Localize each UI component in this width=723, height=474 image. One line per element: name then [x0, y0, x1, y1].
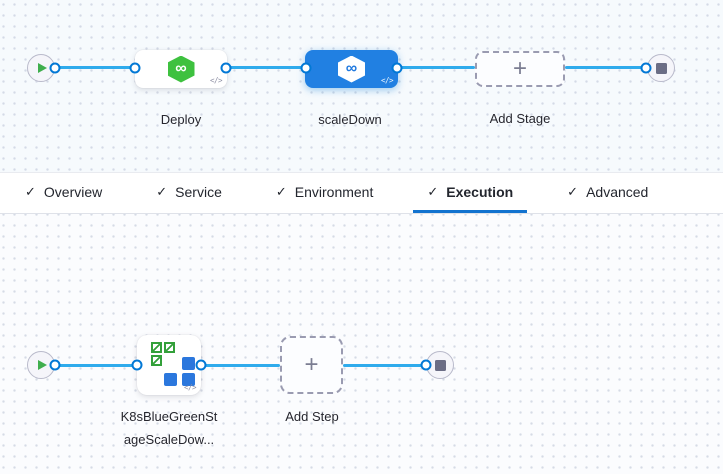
play-icon	[38, 63, 47, 73]
execution-canvas[interactable]: </> + K8sBlueGreenSt ageScaleDow... Add …	[0, 214, 723, 474]
tab-label: Advanced	[586, 183, 649, 200]
k8s-bluegreen-scaledown-icon	[151, 342, 196, 387]
stage-node-scaledown[interactable]: ∞ </>	[305, 50, 398, 88]
add-stage-label: Add Stage	[489, 111, 551, 126]
tab-label: Service	[175, 183, 222, 200]
tab-execution[interactable]: ✓ Execution	[413, 173, 528, 213]
edge-deploy-scaledown	[226, 66, 307, 69]
port-deploy-out	[220, 62, 232, 74]
port-scaledown-out	[391, 62, 403, 74]
code-icon: </>	[183, 383, 197, 392]
pipeline-end-node	[647, 54, 675, 82]
port-deploy-in	[129, 62, 141, 74]
stage-label-deploy: Deploy	[160, 112, 202, 127]
harness-cd-icon: ∞	[338, 55, 365, 83]
add-step-button[interactable]: +	[280, 336, 343, 394]
edge-addstage-end	[565, 66, 646, 69]
tab-label: Execution	[446, 183, 514, 200]
edge-addstep-end	[343, 364, 426, 367]
check-icon: ✓	[156, 183, 168, 199]
harness-cd-icon: ∞	[167, 55, 195, 83]
port-start-out	[49, 359, 61, 371]
tab-service[interactable]: ✓ Service	[142, 173, 236, 213]
tab-label: Environment	[294, 183, 374, 200]
code-icon: </>	[380, 76, 394, 85]
step-node-k8s-scaledown[interactable]: </>	[137, 335, 201, 395]
port-start-out	[49, 62, 61, 74]
plus-icon: +	[512, 55, 527, 82]
step-label: K8sBlueGreenSt ageScaleDow...	[109, 405, 229, 451]
stage-config-tabs: ✓ Overview ✓ Service ✓ Environment ✓ Exe…	[0, 172, 723, 214]
stage-canvas[interactable]: ∞ </> ∞ </> + Deploy scaleDown Add Stage	[0, 0, 723, 172]
stop-icon	[655, 62, 667, 74]
step-label-line2: ageScaleDow...	[123, 432, 215, 447]
edge-step-addstep	[201, 364, 280, 367]
tab-environment[interactable]: ✓ Environment	[262, 173, 388, 213]
check-icon: ✓	[25, 183, 36, 199]
play-icon	[38, 360, 47, 370]
port-step-out	[195, 359, 207, 371]
edge-scaledown-addstage	[397, 66, 475, 69]
check-icon: ✓	[275, 183, 287, 199]
edge-start-step	[55, 364, 137, 367]
step-label-line1: K8sBlueGreenSt	[120, 409, 218, 424]
port-scaledown-in	[300, 62, 312, 74]
stop-icon	[434, 359, 446, 371]
port-end-in	[420, 359, 432, 371]
check-icon: ✓	[427, 183, 439, 199]
port-step-in	[131, 359, 143, 371]
tab-overview[interactable]: ✓ Overview	[11, 173, 116, 213]
stage-label-scaledown: scaleDown	[318, 112, 382, 127]
stage-node-deploy[interactable]: ∞ </>	[135, 50, 227, 88]
tab-advanced[interactable]: ✓ Advanced	[553, 173, 662, 213]
add-stage-button[interactable]: +	[475, 51, 565, 87]
tab-label: Overview	[43, 183, 103, 200]
edge-start-deploy	[55, 66, 135, 69]
add-step-label: Add Step	[285, 409, 339, 424]
port-end-in	[640, 62, 652, 74]
plus-icon: +	[304, 351, 319, 378]
code-icon: </>	[209, 76, 223, 85]
check-icon: ✓	[567, 183, 579, 199]
